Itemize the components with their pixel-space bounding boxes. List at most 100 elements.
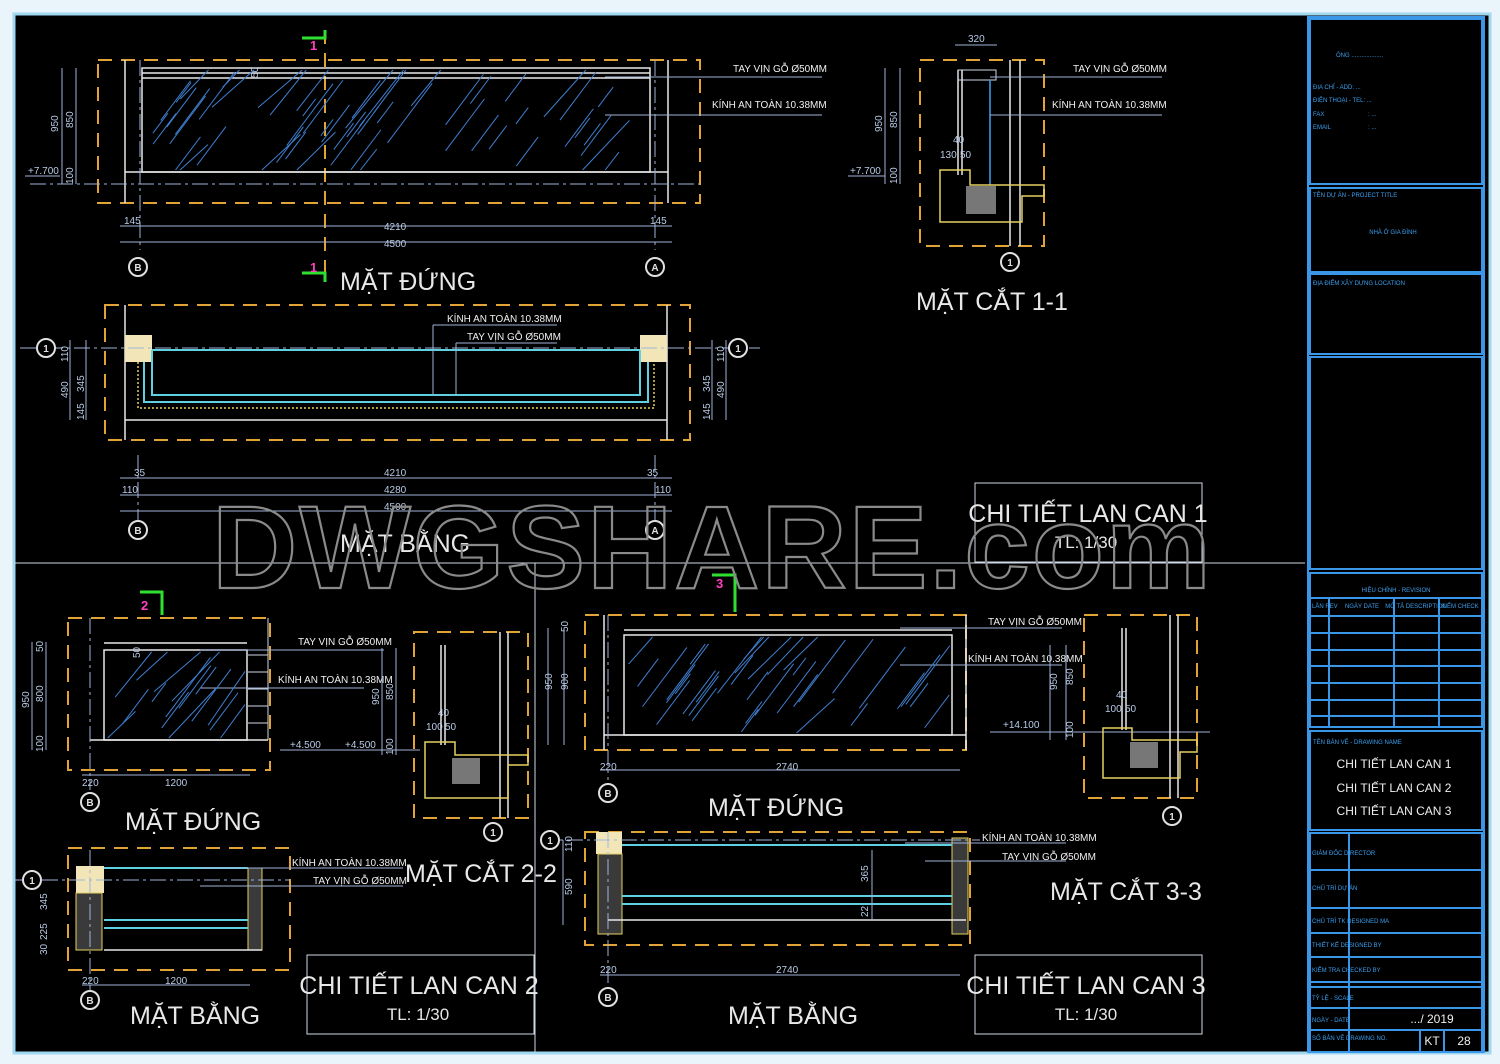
revision-col: MÔ TẢ DESCRIPTION [1385,603,1447,610]
role-label: GIÁM ĐỐC DIRECTOR [1312,850,1376,857]
glass-hatch-line [169,95,206,144]
title-block-text: ÔNG ................... ĐỊA CHỈ - ADD: .… [1312,52,1479,1048]
glass-hatch-line [689,643,706,665]
dim: 225 [39,923,50,940]
view-title: MẶT BẰNG [728,1001,858,1030]
dim: 110 [122,485,138,496]
dim: 950 [21,691,32,708]
handrail-label: TAY VỊN GỖ Ø50MM [298,635,392,648]
axis-marker-1: 1 [540,830,560,850]
dim: 900 [560,673,571,690]
dim: 850 [385,683,396,700]
glass-label: KÍNH AN TOÀN 10.38MM [712,98,827,111]
axis-marker-1: 1 [728,338,748,358]
axis-marker-b: B [598,987,618,1007]
detail-name: CHI TIẾT LAN CAN 3 [966,971,1205,1000]
dim: 100 [65,167,76,184]
dim: 110 [60,346,71,362]
glass-hatch-line [924,694,950,729]
dim: 4500 [384,502,407,513]
glass-label: KÍNH AN TOÀN 10.38MM [968,652,1083,665]
fax-label: FAX [1313,112,1324,118]
level-mark: +7.700 [28,166,59,177]
glass-hatch-line [792,657,807,676]
section-mark: 2 [141,598,148,613]
dim: 50 [35,640,46,652]
glass-hatch-line [515,107,529,125]
glass-hatch-line [222,69,240,88]
glass-hatch-line [373,69,407,114]
dim: 22 [860,905,871,917]
glass-hatch-line [261,134,301,171]
glass-hatch-line [198,71,236,120]
dim: 345 [702,375,713,392]
detail1-elevation: 1 1 TAY VỊN GỖ Ø50MM KÍNH AN TOÀN 10.38M… [25,30,827,296]
dim: 30 [39,943,50,955]
glass-hatch-line [196,126,227,166]
detail-scale: TL: 1/30 [387,1005,449,1024]
dim: 850 [1065,668,1076,685]
handrail-label: TAY VỊN GỖ Ø50MM [467,330,561,343]
glass-hatch-line [688,675,719,716]
glass-hatch-line [121,689,149,725]
view-title: MẶT ĐỨNG [125,807,261,836]
dim: 100 [385,738,396,755]
fax-value: : ... [1368,112,1377,118]
dim: 320 [968,34,985,45]
glass-hatch-line [604,151,620,171]
dim: 145 [650,216,667,227]
glass-hatch-line [296,131,336,171]
dim: 4210 [384,468,407,479]
project-title: NHÀ Ở GIA ĐÌNH [1369,229,1416,236]
glass-hatch-line [302,79,344,134]
glass-hatch-line [330,120,365,166]
glass-hatch-line [209,692,239,731]
glass-hatch-line [717,636,762,694]
revision-col: LẦN REV [1312,603,1338,610]
svg-text:B: B [86,996,93,1007]
svg-text:1: 1 [1007,258,1013,269]
glass-hatch-line [351,80,381,119]
dim: 950 [874,115,885,132]
glass-hatch-line [211,69,255,108]
glass-hatch-line [574,117,591,139]
dim: 950 [371,688,382,705]
glass-hatching [107,69,951,739]
role-label: KIỂM TRA CHECKED BY [1312,967,1381,974]
detail-name: CHI TIẾT LAN CAN 1 [968,499,1207,528]
axis-marker-a: A [645,520,665,540]
dim: 50 [560,620,571,632]
glass-hatch-line [642,647,688,707]
glass-hatch-line [153,651,201,693]
glass-hatch-line [666,643,709,701]
axis-marker-1: 1 [36,338,56,358]
glass-hatch-line [747,636,792,680]
glass-hatch-line [168,687,217,739]
dim: 220 [600,965,617,976]
glass-hatch-line [320,119,334,137]
glass-label: KÍNH AN TOÀN 10.38MM [278,673,393,686]
dim: 145 [702,403,713,420]
glass-hatch-line [175,136,201,171]
detail2-section: 950 850 100 40 100 50 1 MẶT CẮT 2-2 [371,631,557,888]
dim: 100 [1065,721,1076,738]
glass-hatch-line [674,673,691,695]
detail2-label-box: CHI TIẾT LAN CAN 2 TL: 1/30 [299,954,539,1035]
svg-text:A: A [651,263,658,274]
detail1-label-box: CHI TIẾT LAN CAN 1 TL: 1/30 [968,482,1208,563]
dim: 110 [655,485,671,496]
glass-hatch-line [286,83,334,146]
dim: 35 [647,468,659,479]
glass-hatch-line [583,123,601,146]
view-title: MẶT BẰNG [340,529,470,558]
detail-scale: TL: 1/30 [1055,1005,1117,1024]
dim: 40 [1116,690,1128,701]
glass-hatch-line [257,69,303,109]
svg-text:1: 1 [1169,812,1175,823]
glass-hatch-line [850,703,868,726]
glass-hatch-line [107,711,136,739]
glass-hatch-line [296,69,329,111]
detail2-elevation: 2 TAY VỊN GỖ Ø50MM KÍNH AN TOÀN 10.38MM … [21,590,420,836]
glass-hatch-line [745,701,763,724]
glass-hatch-line [776,661,817,714]
